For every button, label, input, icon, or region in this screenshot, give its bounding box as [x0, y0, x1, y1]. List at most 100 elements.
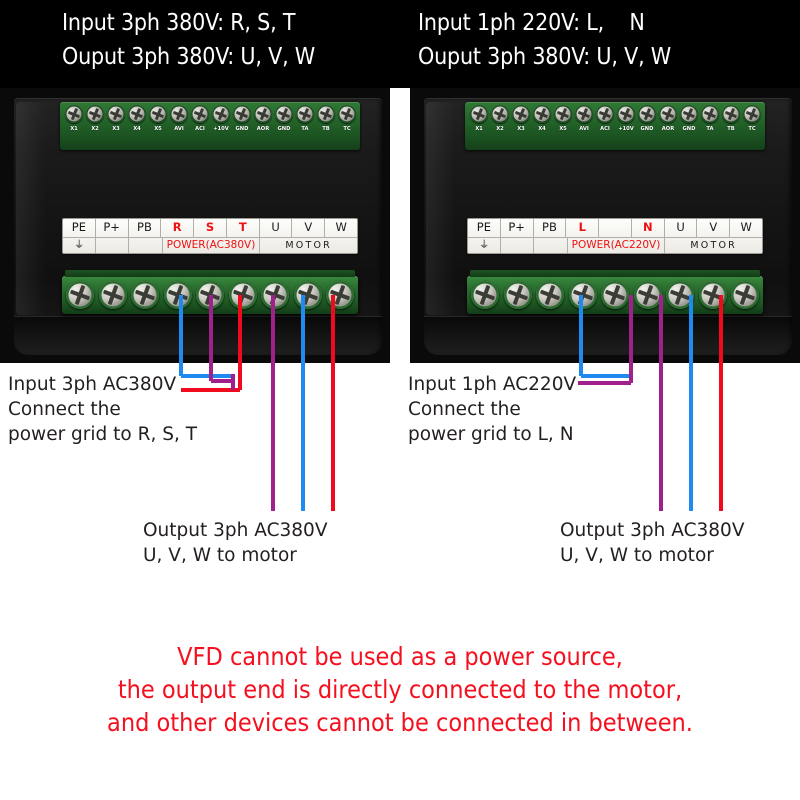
- control-screw[interactable]: [65, 105, 83, 123]
- ground-symbol-icon: ⏚: [63, 238, 97, 253]
- power-terminal-screw[interactable]: [471, 281, 499, 309]
- plate-cell: R: [161, 219, 195, 238]
- plate-cell: V: [697, 219, 731, 238]
- control-screw[interactable]: [149, 105, 167, 123]
- control-screw[interactable]: [470, 105, 488, 123]
- control-screw[interactable]: [575, 105, 593, 123]
- body-sheen-right: [426, 102, 456, 315]
- power-terminal-screw[interactable]: [568, 281, 597, 309]
- header-right-line1: Input 1ph 220V: L, N: [418, 10, 645, 36]
- power-terminal-screw[interactable]: [503, 281, 532, 309]
- plate-cell-empty: [129, 238, 163, 253]
- terminal-ridge-left: [65, 270, 355, 277]
- power-terminal-block-right[interactable]: [467, 270, 763, 314]
- control-terminal-label: AVI: [174, 126, 184, 132]
- power-label: POWER(AC380V): [163, 238, 261, 253]
- control-terminal-label: X4: [133, 126, 141, 132]
- control-screws-right: [470, 105, 761, 123]
- header-left: Input 3ph 380V: R, S, T Ouput 3ph 380V: …: [62, 6, 315, 74]
- control-screw[interactable]: [170, 105, 188, 123]
- power-terminal-screw[interactable]: [326, 281, 354, 309]
- control-terminal-label: +10V: [618, 126, 634, 132]
- power-terminal-screw[interactable]: [601, 281, 629, 309]
- power-terminal-screw[interactable]: [163, 281, 192, 309]
- plate-cell: PE: [468, 219, 501, 238]
- control-terminal-label: GND: [235, 126, 249, 132]
- control-screw[interactable]: [596, 105, 614, 123]
- control-screw[interactable]: [512, 105, 530, 123]
- ground-symbol-icon: ⏚: [468, 238, 502, 253]
- control-terminal-label: X2: [496, 126, 504, 132]
- header-band: Input 3ph 380V: R, S, T Ouput 3ph 380V: …: [0, 0, 800, 88]
- plate-cell: V: [292, 219, 326, 238]
- control-screw[interactable]: [86, 105, 104, 123]
- power-terminal-screw[interactable]: [131, 281, 159, 309]
- control-terminal-label: X1: [70, 126, 78, 132]
- control-screw[interactable]: [296, 105, 314, 123]
- control-screw[interactable]: [722, 105, 740, 123]
- power-terminal-screw[interactable]: [633, 281, 662, 309]
- power-terminal-screw[interactable]: [731, 281, 759, 309]
- terminal-ridge-right: [470, 270, 760, 277]
- plate-cell: P+: [96, 219, 129, 238]
- plate-cell-empty: [96, 238, 130, 253]
- control-screw[interactable]: [107, 105, 125, 123]
- control-screw[interactable]: [191, 105, 209, 123]
- control-terminal-label: TA: [301, 126, 309, 132]
- control-terminal-label: X2: [91, 126, 99, 132]
- plate-cell: [599, 219, 632, 238]
- header-left-line1: Input 3ph 380V: R, S, T: [62, 10, 296, 36]
- power-terminal-screw[interactable]: [698, 281, 727, 309]
- plate-bottom-row-right: ⏚POWER(AC220V)MOTOR: [468, 237, 762, 253]
- control-terminal-label: GND: [640, 126, 654, 132]
- control-screw[interactable]: [338, 105, 356, 123]
- power-terminal-screw[interactable]: [66, 281, 94, 309]
- warning-text: VFD cannot be used as a power source, th…: [107, 642, 693, 737]
- power-terminal-screw[interactable]: [536, 281, 564, 309]
- plate-cell: W: [335, 220, 347, 235]
- control-terminal-label: TC: [748, 126, 756, 132]
- control-screw[interactable]: [233, 105, 251, 123]
- power-terminal-screw[interactable]: [98, 281, 127, 309]
- plate-cell: U: [260, 219, 293, 238]
- control-terminal-label: AOR: [256, 126, 270, 132]
- control-terminal-label: X5: [559, 126, 567, 132]
- control-screw[interactable]: [491, 105, 509, 123]
- power-terminal-screw[interactable]: [293, 281, 322, 309]
- power-terminal-screw[interactable]: [261, 281, 289, 309]
- power-terminal-screw[interactable]: [228, 281, 257, 309]
- control-screw[interactable]: [254, 105, 272, 123]
- control-screw[interactable]: [317, 105, 335, 123]
- note-input-right: Input 1ph AC220V Connect the power grid …: [408, 374, 577, 445]
- control-screw[interactable]: [701, 105, 719, 123]
- power-terminal-block-left[interactable]: [62, 270, 358, 314]
- power-terminal-screw[interactable]: [196, 281, 224, 309]
- control-terminal-label: X3: [112, 126, 120, 132]
- header-left-line2: Ouput 3ph 380V: U, V, W: [62, 44, 316, 70]
- control-terminal-label: X5: [154, 126, 162, 132]
- plate-cell: W: [740, 220, 752, 235]
- control-screw[interactable]: [212, 105, 230, 123]
- plate-cell: S: [194, 219, 227, 238]
- control-screw[interactable]: [659, 105, 677, 123]
- control-screw[interactable]: [533, 105, 551, 123]
- control-screw[interactable]: [638, 105, 656, 123]
- control-screw[interactable]: [680, 105, 698, 123]
- control-screw[interactable]: [617, 105, 635, 123]
- control-screw[interactable]: [743, 105, 761, 123]
- plate-cell: T: [227, 219, 260, 238]
- control-screw[interactable]: [554, 105, 572, 123]
- control-screw[interactable]: [128, 105, 146, 123]
- control-screw[interactable]: [275, 105, 293, 123]
- control-terminal-label: GND: [682, 126, 696, 132]
- power-terminal-screw[interactable]: [666, 281, 694, 309]
